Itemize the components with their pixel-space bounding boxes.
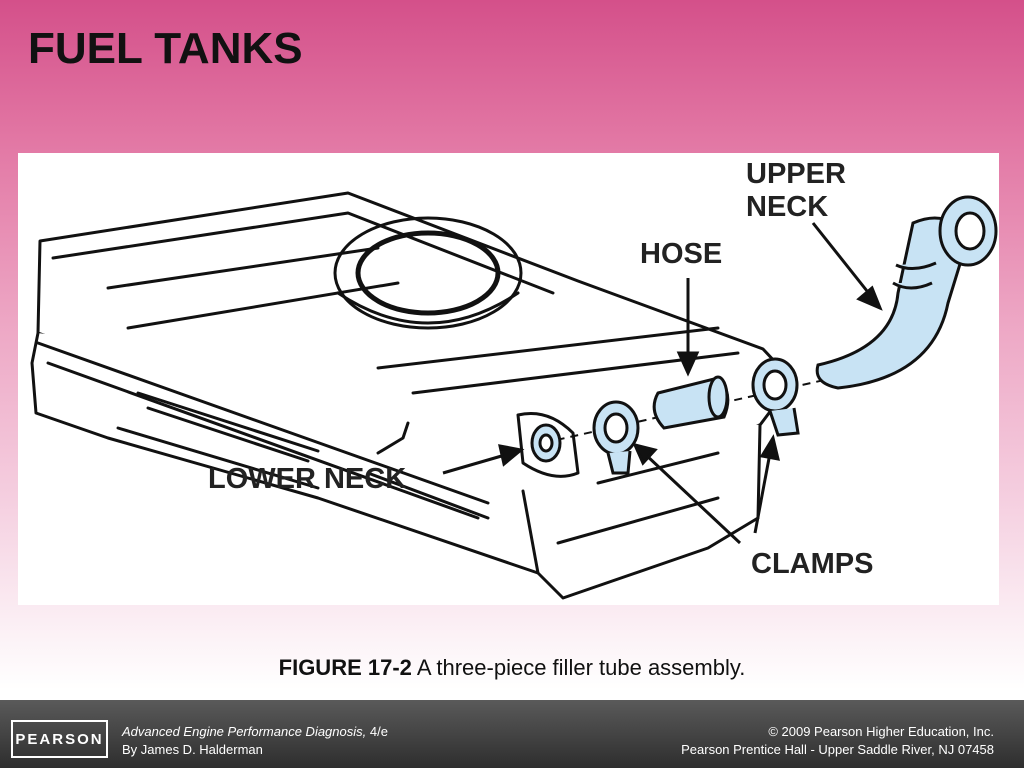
book-author: By James D. Halderman <box>122 742 263 757</box>
figure-caption: FIGURE 17-2 A three-piece filler tube as… <box>0 655 1024 681</box>
clamp-right <box>751 357 800 437</box>
footer: PEARSON Advanced Engine Performance Diag… <box>0 700 1024 768</box>
fuel-tank-diagram: UPPER NECK HOSE LOWER NECK CLAMPS <box>30 158 998 600</box>
copyright-info: © 2009 Pearson Higher Education, Inc. Pe… <box>681 723 994 759</box>
caption-text: A three-piece filler tube assembly. <box>416 655 746 680</box>
pearson-logo: PEARSON <box>11 720 108 758</box>
hose-part <box>652 375 730 430</box>
publisher-line: Pearson Prentice Hall - Upper Saddle Riv… <box>681 742 994 757</box>
upper-neck-part <box>815 195 998 390</box>
lower-neck-part <box>530 423 562 463</box>
label-hose: HOSE <box>640 238 722 270</box>
figure-panel: UPPER NECK HOSE LOWER NECK CLAMPS <box>18 153 999 605</box>
figure-number: FIGURE 17-2 <box>278 655 412 680</box>
book-edition: 4/e <box>369 724 388 739</box>
clamp-left <box>592 400 640 475</box>
label-lower-neck: LOWER NECK <box>208 463 406 495</box>
label-upper-neck-line1: UPPER <box>746 158 846 190</box>
label-clamps: CLAMPS <box>751 548 873 580</box>
book-info: Advanced Engine Performance Diagnosis, 4… <box>122 723 388 759</box>
slide-title: FUEL TANKS <box>28 24 303 73</box>
callout-arrows <box>442 222 883 545</box>
copyright-line: © 2009 Pearson Higher Education, Inc. <box>768 724 994 739</box>
label-upper-neck-line2: NECK <box>746 191 828 223</box>
book-title: Advanced Engine Performance Diagnosis, <box>122 724 367 739</box>
